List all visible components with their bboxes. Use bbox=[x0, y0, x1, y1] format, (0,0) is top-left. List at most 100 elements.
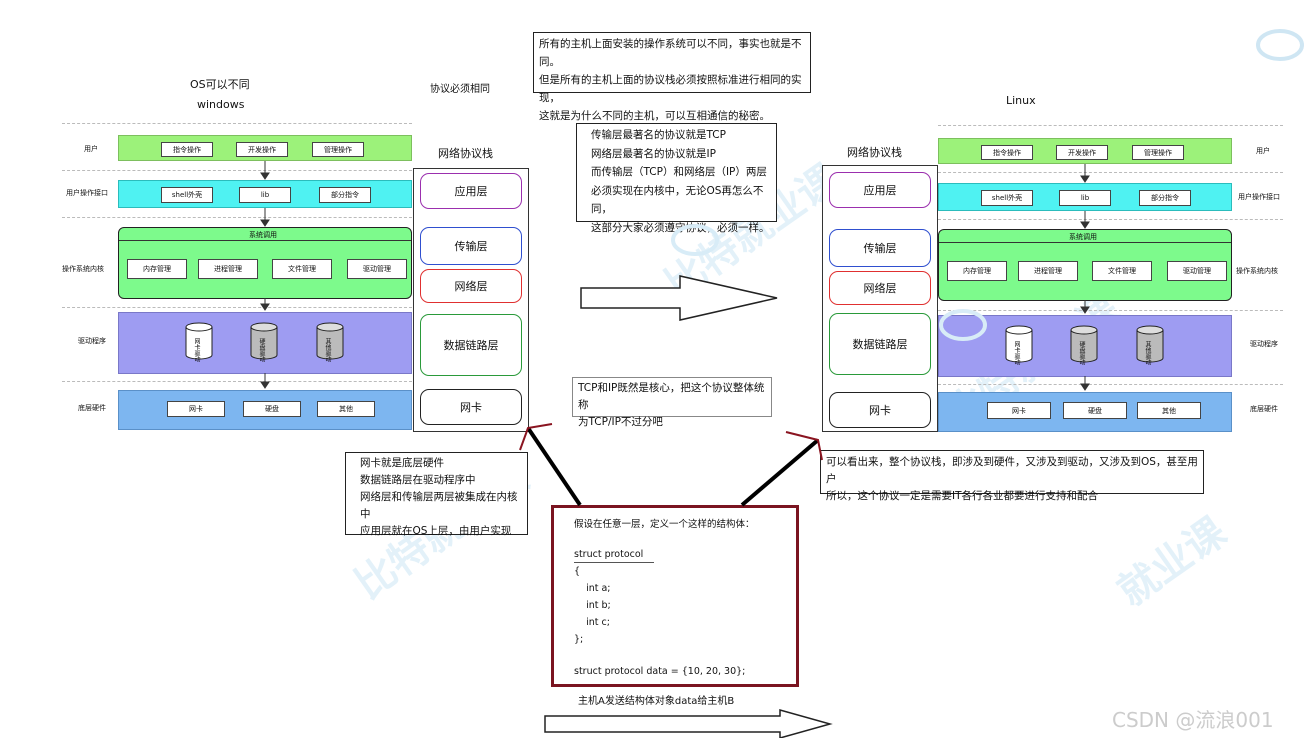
stack-layer-datalink: 数据链路层 bbox=[829, 313, 931, 375]
logo-icon bbox=[1256, 29, 1304, 61]
interface-band: shell外壳 lib 部分指令 bbox=[118, 180, 412, 208]
hardware-box: 网卡 bbox=[987, 402, 1051, 419]
code-underline bbox=[574, 562, 654, 563]
interface-band: shell外壳 lib 部分指令 bbox=[938, 183, 1232, 211]
hardware-box: 网卡 bbox=[167, 401, 225, 417]
side-label-interface: 用户操作接口 bbox=[1238, 193, 1280, 201]
stack-layer-nic: 网卡 bbox=[420, 389, 522, 425]
note-line: 网络层最著名的协议就是IP bbox=[591, 147, 716, 160]
divider bbox=[938, 310, 1283, 311]
user-band: 指令操作 开发操作 管理操作 bbox=[118, 135, 412, 161]
stack-layer-network: 网络层 bbox=[829, 271, 931, 305]
struct-code-box: 假设在任意一层，定义一个这样的结构体： struct protocol { in… bbox=[551, 505, 799, 687]
disk-driver-icon bbox=[1136, 325, 1164, 363]
kernel-box: 进程管理 bbox=[1018, 261, 1078, 281]
stack-title-right: 网络协议栈 bbox=[847, 146, 902, 159]
syscall-label: 系统调用 bbox=[1069, 233, 1097, 241]
code-line: int a; bbox=[574, 583, 611, 594]
right-arrow-icon bbox=[580, 275, 778, 321]
interface-box: lib bbox=[239, 187, 291, 203]
user-op-box: 开发操作 bbox=[236, 142, 288, 157]
note-line: TCP和IP既然是核心，把这个协议整体统称 bbox=[578, 382, 765, 411]
watermark-text: CSDN @流浪001 bbox=[1112, 708, 1274, 732]
note-transport: 传输层最著名的协议就是TCP 网络层最著名的协议就是IP 而传输层（TCP）和网… bbox=[576, 123, 777, 234]
divider bbox=[62, 307, 412, 308]
syscall-line bbox=[939, 242, 1231, 243]
disk-driver-icon bbox=[316, 322, 344, 360]
divider bbox=[62, 170, 412, 171]
divider bbox=[62, 217, 412, 218]
side-label-interface: 用户操作接口 bbox=[66, 189, 108, 197]
note-line: 为TCP/IP不过分吧 bbox=[578, 416, 663, 428]
divider bbox=[938, 172, 1283, 173]
note-line: 而传输层（TCP）和网络层（IP）两层 bbox=[591, 166, 767, 178]
user-op-box: 开发操作 bbox=[1056, 145, 1108, 160]
kernel-band: 系统调用 内存管理 进程管理 文件管理 驱动管理 bbox=[118, 227, 412, 299]
pointer-arrow-head bbox=[785, 431, 823, 461]
stack-layer-transport: 传输层 bbox=[420, 227, 522, 265]
side-label-driver: 驱动程序 bbox=[78, 337, 106, 345]
kernel-box: 文件管理 bbox=[272, 259, 332, 279]
interface-box: shell外壳 bbox=[981, 190, 1033, 206]
kernel-box: 驱动管理 bbox=[1167, 261, 1227, 281]
driver-label: 其他驱动 bbox=[1144, 341, 1151, 365]
code-line: struct protocol bbox=[574, 549, 644, 560]
kernel-box: 内存管理 bbox=[947, 261, 1007, 281]
os-title: OS可以不同 bbox=[190, 78, 250, 91]
protocol-same-label: 协议必须相同 bbox=[430, 84, 490, 95]
driver-label: 硬盘驱动 bbox=[258, 338, 265, 362]
note-line: 传输层最著名的协议就是TCP bbox=[591, 129, 726, 141]
side-label-kernel: 操作系统内核 bbox=[62, 265, 104, 273]
kernel-box: 进程管理 bbox=[198, 259, 258, 279]
code-line: int b; bbox=[574, 600, 611, 611]
send-caption: 主机A发送结构体对象data给主机B bbox=[578, 696, 735, 707]
interface-box: shell外壳 bbox=[161, 187, 213, 203]
divider bbox=[938, 219, 1283, 220]
driver-label: 网卡驱动 bbox=[193, 338, 200, 362]
code-line: }; bbox=[574, 634, 584, 645]
hardware-band: 网卡 硬盘 其他 bbox=[938, 392, 1232, 432]
note-nic: 网卡就是底层硬件 数据链路层在驱动程序中 网络层和传输层两层被集成在内核中 应用… bbox=[345, 452, 528, 537]
hardware-box: 硬盘 bbox=[1063, 402, 1127, 419]
hardware-box: 其他 bbox=[1137, 402, 1201, 419]
stack-layer-network: 网络层 bbox=[420, 269, 522, 303]
kernel-box: 内存管理 bbox=[127, 259, 187, 279]
note-line: 这就是为什么不同的主机，可以互相通信的秘密。 bbox=[539, 110, 770, 122]
disk-driver-icon bbox=[250, 322, 278, 360]
stack-layer-transport: 传输层 bbox=[829, 229, 931, 267]
divider bbox=[938, 125, 1283, 126]
note-line: 所以，这个协议一定是需要IT各行各业都要进行支持和配合 bbox=[826, 490, 1099, 502]
user-op-box: 指令操作 bbox=[161, 142, 213, 157]
note-line: 可以看出来，整个协议栈，即涉及到硬件，又涉及到驱动，又涉及到OS，甚至用户 bbox=[826, 456, 1198, 485]
disk-driver-icon bbox=[185, 322, 213, 360]
note-line: 网卡就是底层硬件 bbox=[360, 457, 444, 469]
protocol-stack-left: 应用层 传输层 网络层 数据链路层 网卡 bbox=[413, 168, 529, 432]
side-label-driver: 驱动程序 bbox=[1250, 340, 1278, 348]
protocol-stack-right: 应用层 传输层 网络层 数据链路层 网卡 bbox=[822, 165, 938, 432]
stack-layer-nic: 网卡 bbox=[829, 392, 931, 428]
divider bbox=[938, 384, 1283, 385]
note-line: 应用层就在OS上层，由用户实现 bbox=[360, 525, 512, 537]
driver-label: 硬盘驱动 bbox=[1078, 341, 1085, 365]
kernel-band: 系统调用 内存管理 进程管理 文件管理 驱动管理 bbox=[938, 229, 1232, 301]
code-line: 假设在任意一层，定义一个这样的结构体： bbox=[574, 519, 755, 530]
send-arrow-icon bbox=[544, 709, 833, 738]
kernel-box: 驱动管理 bbox=[347, 259, 407, 279]
note-top: 所有的主机上面安装的操作系统可以不同，事实也就是不同。 但是所有的主机上面的协议… bbox=[533, 32, 811, 122]
linux-title: Linux bbox=[1006, 94, 1036, 107]
pointer-arrow-left bbox=[526, 426, 582, 507]
side-label-hardware: 底层硬件 bbox=[78, 404, 106, 412]
stack-layer-datalink: 数据链路层 bbox=[420, 314, 522, 376]
code-line: int c; bbox=[574, 617, 610, 628]
hardware-box: 硬盘 bbox=[243, 401, 301, 417]
down-arrow-icon bbox=[260, 161, 1090, 391]
note-line: 网络层和传输层两层被集成在内核中 bbox=[360, 491, 518, 520]
note-line: 但是所有的主机上面的协议栈必须按照标准进行相同的实现， bbox=[539, 74, 802, 104]
user-op-box: 指令操作 bbox=[981, 145, 1033, 160]
divider bbox=[62, 123, 412, 124]
user-op-box: 管理操作 bbox=[312, 142, 364, 157]
driver-label: 其他驱动 bbox=[324, 338, 331, 362]
note-line: 必须实现在内核中，无论OS再怎么不同， bbox=[591, 184, 764, 216]
interface-box: 部分指令 bbox=[319, 187, 371, 203]
